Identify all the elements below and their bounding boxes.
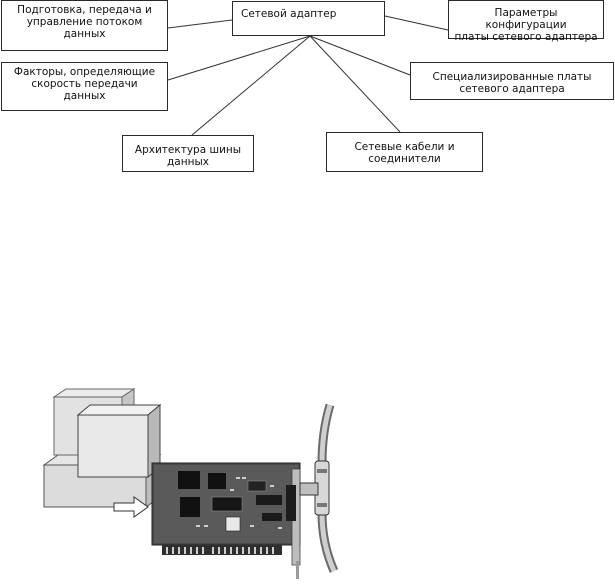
arrow-icon	[113, 496, 149, 518]
coax-cable-connector	[299, 403, 339, 573]
node-center-network-adapter: Сетевой адаптер	[232, 1, 385, 36]
monitor-front	[76, 403, 162, 479]
link-flow-control	[167, 19, 233, 29]
link-config	[384, 15, 449, 31]
link-speed	[167, 35, 311, 81]
node-config-parameters: Параметры конфигурации платы сетевого ад…	[448, 0, 604, 43]
node-flow-control: Подготовка, передача и управление потоко…	[1, 0, 168, 51]
node-bus-architecture: Архитектура шины данных	[122, 135, 254, 172]
node-cables-connectors: Сетевые кабели и соединители	[326, 132, 483, 172]
node-speed-factors: Факторы, определяющие скорость передачи …	[1, 62, 168, 111]
network-card-illustration	[42, 388, 339, 579]
adapter-card	[151, 462, 301, 579]
link-cables	[309, 35, 401, 133]
node-specialized-cards: Специализированные платы сетевого адапте…	[410, 62, 614, 100]
link-special	[309, 35, 411, 76]
link-bus	[191, 35, 311, 136]
